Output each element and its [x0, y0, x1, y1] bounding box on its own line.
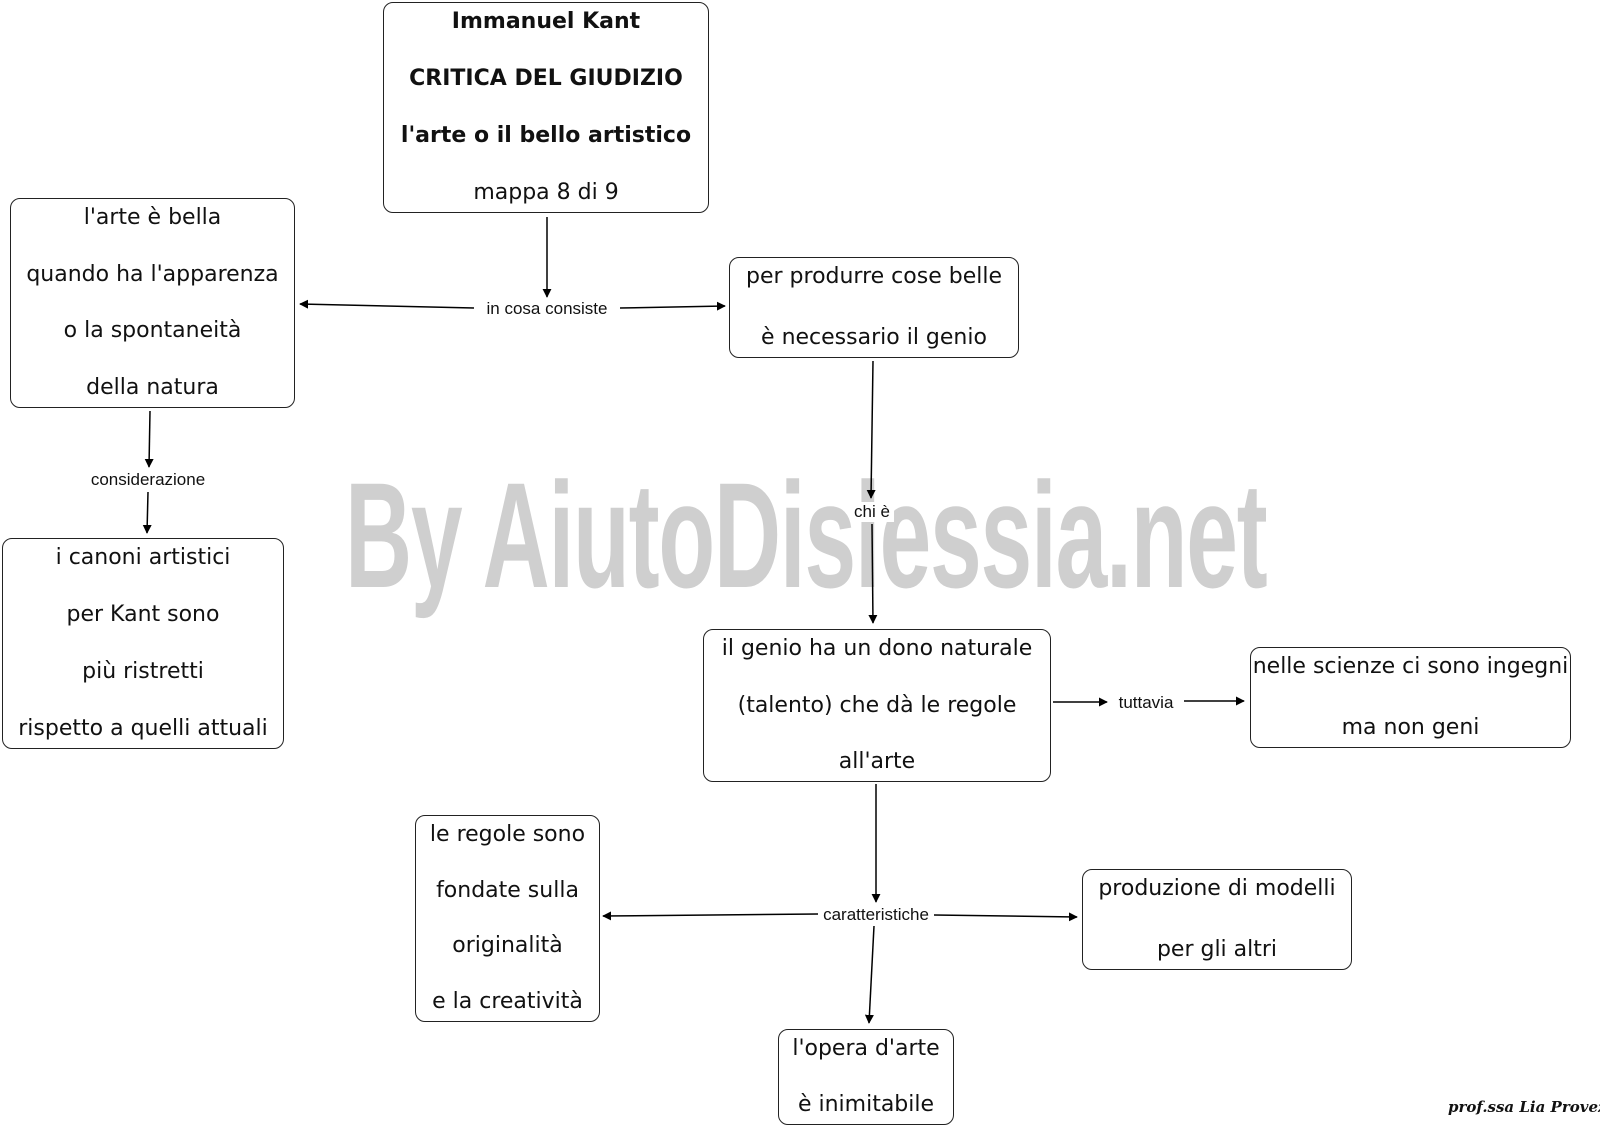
node-line: è inimitabile	[797, 1092, 935, 1117]
node-line: nelle scienze ci sono ingegni	[1252, 654, 1569, 679]
node-regole: le regole sono fondate sulla originalità…	[415, 815, 600, 1022]
node-line: quando ha l'apparenza	[26, 261, 279, 287]
edge-caratteristiche-to-modelli	[933, 912, 1078, 922]
node-line: l'opera d'arte	[792, 1036, 940, 1061]
edge-considerazione-to-canoni	[142, 491, 152, 534]
node-line: le regole sono	[429, 822, 586, 847]
edge-caratteristiche-to-opera	[864, 925, 875, 1024]
map-number: mappa 8 di 9	[473, 180, 619, 205]
node-line: e la creatività	[432, 988, 583, 1014]
edge-caratteristiche-to-regole	[602, 911, 819, 921]
title-node: Immanuel Kant CRITICA DEL GIUDIZIO l'art…	[383, 2, 709, 213]
node-line: l'arte è bella	[83, 205, 222, 230]
node-line: ma non geni	[1341, 715, 1480, 740]
node-opera: l'opera d'arte è inimitabile	[778, 1029, 954, 1125]
node-arte-bella: l'arte è bella quando ha l'apparenza o l…	[10, 198, 295, 408]
edge-label-tuttavia: tuttavia	[1114, 693, 1178, 713]
node-line: (talento) che dà le regole	[737, 692, 1017, 718]
node-line: rispetto a quelli attuali	[18, 716, 268, 741]
node-line: produzione di modelli	[1098, 876, 1336, 901]
node-line: originalità	[452, 933, 563, 959]
node-line: fondate sulla	[436, 877, 579, 903]
node-line: il genio ha un dono naturale	[721, 636, 1033, 661]
node-line: o la spontaneità	[63, 318, 242, 344]
node-line: per produrre cose belle	[746, 264, 1002, 289]
edge-produrre-to-chi-e	[866, 360, 876, 499]
edge-label-chi-e: chi è	[850, 502, 894, 522]
edge-consiste-to-arte-bella	[299, 299, 475, 309]
node-line: per Kant sono	[66, 602, 220, 627]
node-genio: il genio ha un dono naturale (talento) c…	[703, 629, 1051, 782]
edge-label-caratteristiche: caratteristiche	[819, 905, 933, 925]
node-line: della natura	[86, 374, 219, 400]
node-line: più ristretti	[82, 659, 204, 684]
node-line: per gli altri	[1156, 937, 1278, 962]
node-modelli: produzione di modelli per gli altri	[1082, 869, 1352, 970]
work-title: CRITICA DEL GIUDIZIO	[409, 66, 683, 91]
node-line: è necessario il genio	[761, 325, 987, 350]
edge-chi-e-to-genio	[868, 523, 878, 624]
node-produrre: per produrre cose belle è necessario il …	[729, 257, 1019, 358]
author-name: Immanuel Kant	[451, 9, 641, 34]
node-scienze: nelle scienze ci sono ingegni ma non gen…	[1250, 647, 1571, 748]
node-canoni: i canoni artistici per Kant sono più ris…	[2, 538, 284, 749]
edge-label-considerazione: considerazione	[86, 470, 210, 490]
edge-consiste-to-produrre	[619, 301, 726, 311]
node-line: i canoni artistici	[55, 545, 231, 570]
edge-arte-bella-to-considerazione	[144, 410, 154, 468]
author-signature: prof.ssa Lia Provezza	[1448, 1098, 1600, 1116]
topic-title: l'arte o il bello artistico	[400, 123, 692, 148]
node-line: all'arte	[838, 749, 916, 774]
edge-label-in-cosa-consiste: in cosa consiste	[482, 299, 612, 319]
